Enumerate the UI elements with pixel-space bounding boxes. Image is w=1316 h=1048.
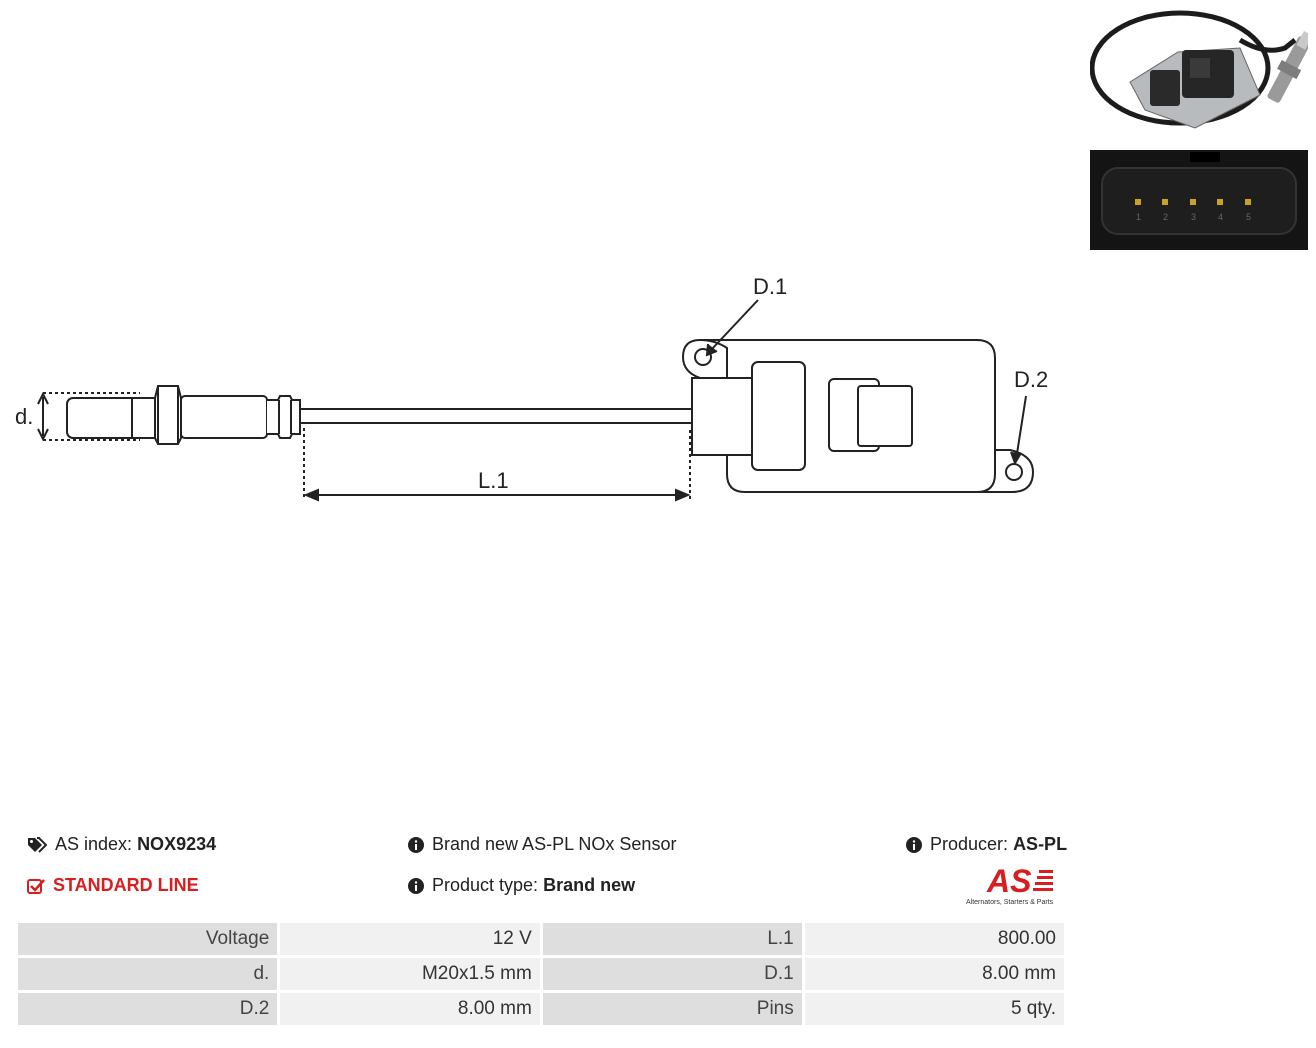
dimension-d [37, 391, 140, 442]
label-d2: D.2 [1014, 367, 1048, 392]
label-d1: D.1 [753, 274, 787, 299]
mount-hole-d2 [1005, 463, 1023, 481]
spec-value: 8.00 mm [804, 958, 1064, 990]
cable [299, 408, 693, 424]
spec-label: Voltage [18, 923, 278, 955]
product-type-label: Product type: [432, 875, 539, 895]
pin-number-3: 3 [1191, 212, 1196, 222]
table-row: Voltage 12 V L.1 800.00 [18, 923, 1064, 955]
spec-value: 800.00 [804, 923, 1064, 955]
spec-label: L.1 [542, 923, 802, 955]
specifications-table: Voltage 12 V L.1 800.00 d. M20x1.5 mm D.… [15, 920, 1067, 1028]
as-pl-logo: AS Alternators, Starters & Parts [966, 863, 1054, 906]
mount-hole-d1 [694, 348, 712, 366]
label-d: d. [15, 404, 33, 429]
spec-value: M20x1.5 mm [280, 958, 540, 990]
info-icon [408, 836, 424, 853]
check-square-icon [27, 878, 45, 894]
spec-value: 8.00 mm [280, 993, 540, 1025]
spec-value: 12 V [280, 923, 540, 955]
pin-number-4: 4 [1218, 212, 1223, 222]
spec-label: d. [18, 958, 278, 990]
leader-d2 [1010, 395, 1027, 466]
product-type-value: Brand new [543, 875, 636, 895]
producer-value: AS-PL [1013, 834, 1068, 854]
as-index: AS index: NOX9234 [27, 834, 216, 855]
logo-text: AS [986, 863, 1032, 899]
product-type: Product type: Brand new [408, 875, 635, 896]
product-description: Brand new AS-PL NOx Sensor [408, 834, 676, 855]
probe-tip [66, 397, 140, 439]
dimension-l1 [303, 428, 691, 502]
description-text: Brand new AS-PL NOx Sensor [432, 834, 677, 854]
as-index-label: AS index: [55, 834, 133, 854]
hex-nut [131, 385, 182, 445]
spec-value: 5 qty. [804, 993, 1064, 1025]
producer: Producer: AS-PL [906, 834, 1067, 855]
producer-label: Producer: [930, 834, 1009, 854]
product-photo: 1 2 3 4 5 [1090, 0, 1308, 250]
pin-number-2: 2 [1163, 212, 1168, 222]
as-index-value: NOX9234 [137, 834, 217, 854]
leader-d1 [705, 299, 759, 357]
probe-body [180, 395, 268, 439]
spec-label: Pins [542, 993, 802, 1025]
info-icon [906, 836, 922, 853]
spec-label: D.1 [542, 958, 802, 990]
tags-icon [27, 836, 47, 853]
label-l1: L.1 [478, 468, 509, 493]
control-module [681, 339, 1035, 493]
table-row: D.2 8.00 mm Pins 5 qty. [18, 993, 1064, 1025]
table-row: d. M20x1.5 mm D.1 8.00 mm [18, 958, 1064, 990]
pin-number-5: 5 [1246, 212, 1251, 222]
standard-line: STANDARD LINE [27, 875, 199, 896]
info-icon [408, 877, 424, 894]
sensor-technical-drawing: d. L.1 D.1 D.2 [15, 274, 1048, 502]
spec-label: D.2 [18, 993, 278, 1025]
logo-tagline: Alternators, Starters & Parts [966, 899, 1054, 906]
pin-number-1: 1 [1136, 212, 1141, 222]
standard-line-label: STANDARD LINE [53, 875, 199, 895]
